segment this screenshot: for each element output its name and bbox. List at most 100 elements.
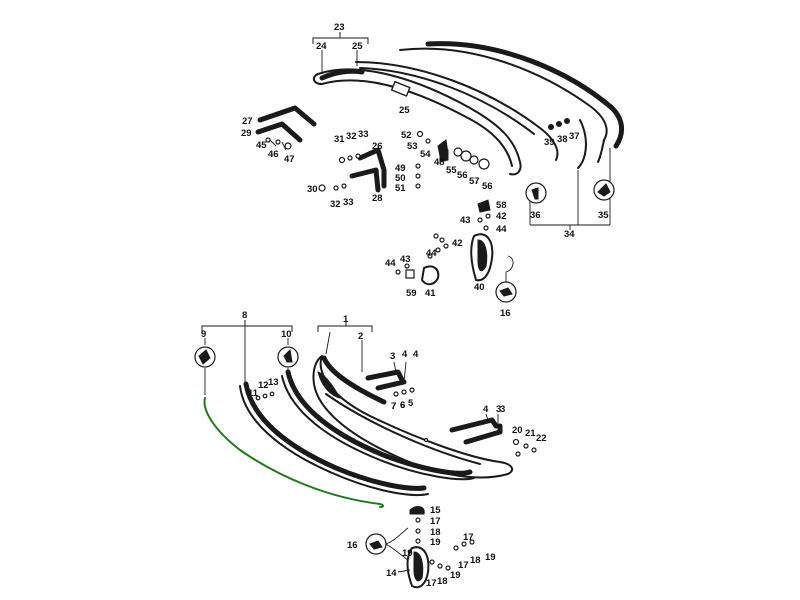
rear-bumper-center-plate: [390, 80, 411, 97]
callout-49: 49: [395, 163, 406, 174]
front-bumper-mount-hole-2: [515, 451, 521, 457]
insert-9-profile: [198, 349, 211, 365]
front-overrider-14-shade: [413, 551, 424, 582]
insert-35-profile: [597, 183, 611, 197]
rear-outer-rail-b: [425, 41, 624, 149]
front-molding-inner-edge: [285, 369, 473, 476]
front-bumper-end-cap: [317, 371, 342, 399]
washer-50: [415, 173, 421, 179]
nut-13: [269, 391, 275, 397]
callout-20: 20: [512, 425, 523, 436]
callout-14: 14: [386, 568, 397, 579]
nut-42b: [443, 243, 449, 249]
front-bumper-lower-edge: [325, 393, 481, 465]
washer-32: [347, 155, 353, 161]
grommet-56: [460, 150, 472, 162]
callout-50: 50: [395, 173, 406, 184]
callout-4-extra: 4: [413, 349, 419, 360]
leader-16-top: [505, 255, 514, 282]
callout-13: 13: [268, 377, 279, 388]
rear-overrider-41: [421, 265, 440, 286]
front-bracket-4-left: [375, 379, 407, 391]
washer-32b: [333, 185, 339, 191]
callout-29: 29: [241, 128, 252, 139]
front-bracket-4-right: [449, 417, 499, 433]
callout-9: 9: [201, 329, 206, 340]
callout-18: 18: [430, 527, 441, 538]
callout-39: 39: [544, 137, 555, 148]
callout-43: 43: [460, 215, 471, 226]
callout-11: 11: [248, 388, 259, 399]
callout-5: 5: [408, 398, 414, 409]
nut-19b: [445, 565, 451, 571]
leader-4-right: [485, 413, 489, 421]
callout-17-c: 17: [458, 560, 469, 571]
nut-5: [409, 387, 415, 393]
nut-33: [355, 153, 361, 159]
callout-36: 36: [530, 210, 541, 221]
callout-22: 22: [536, 433, 547, 444]
callout-24: 24: [316, 41, 327, 52]
front-overrider-14: [406, 546, 430, 589]
rear-strip-upper: [355, 61, 559, 161]
callout-48: 48: [434, 157, 445, 168]
insert-16-top-profile: [499, 287, 513, 297]
callout-44: 44: [496, 224, 507, 235]
callout-6-extra: 6: [400, 400, 405, 411]
clip-58: [477, 199, 491, 213]
bolt-44d: [433, 233, 439, 239]
callout-51: 51: [395, 183, 406, 194]
bracket-48: [439, 149, 449, 163]
nut-22: [531, 447, 537, 453]
callout-18-c: 18: [470, 555, 481, 566]
bolt-45: [265, 137, 271, 143]
callout-19: 19: [430, 537, 441, 548]
washer-43b: [404, 263, 410, 269]
leader-1: [325, 331, 331, 355]
bolt-7: [393, 391, 399, 397]
washer-17a: [415, 517, 421, 523]
bolt-52: [416, 130, 424, 138]
rear-bracket-28: [349, 167, 381, 193]
callout-56-b: 56: [482, 181, 493, 192]
callout-2: 2: [358, 331, 363, 342]
callout-18-b: 18: [437, 576, 448, 587]
callout-4: 4: [402, 349, 408, 360]
washer-43: [477, 217, 483, 223]
callout-4-right: 4: [483, 404, 489, 415]
callout-labels: 1 2 3 4 5 6 7 8 9 10 11 12 13 14 15 16 1…: [201, 22, 609, 589]
callout-53: 53: [407, 141, 418, 152]
rear-bumper-bar-inner: [321, 79, 513, 167]
callout-32-top: 32: [346, 131, 357, 142]
rear-bumper-end-left: [312, 73, 323, 85]
callout-7: 7: [391, 401, 396, 412]
leader-4-left: [403, 361, 407, 383]
front-clip-15: [409, 506, 425, 515]
rear-bracket-29: [255, 121, 303, 143]
bracket-8: [201, 325, 293, 332]
callout-47: 47: [284, 154, 295, 165]
bolt-20: [512, 438, 520, 446]
washer-43d: [439, 237, 445, 243]
callout-33-bottom: 33: [343, 197, 354, 208]
callout-26: 26: [372, 141, 383, 152]
seal-strip-9: [203, 397, 384, 508]
callout-41: 41: [425, 288, 436, 299]
callout-16-top: 16: [500, 308, 511, 319]
insert-10-profile: [283, 348, 293, 363]
washer-17c: [453, 545, 459, 551]
callout-17: 17: [430, 516, 441, 527]
callout-6: 6: [400, 400, 405, 411]
rear-outer-rail-a: [399, 47, 608, 141]
callout-33-top: 33: [358, 129, 369, 140]
callout-3-right: 3: [496, 404, 501, 415]
rear-overrider-40-shade: [477, 239, 488, 272]
screw-37: [564, 118, 570, 124]
nut-33b: [341, 183, 347, 189]
callout-37: 37: [569, 131, 580, 142]
rear-rail-end-right-2: [597, 139, 605, 163]
leader-3-left: [393, 361, 397, 373]
callout-46: 46: [268, 149, 279, 160]
nut-47: [284, 142, 292, 150]
callout-17-b: 17: [426, 578, 437, 589]
